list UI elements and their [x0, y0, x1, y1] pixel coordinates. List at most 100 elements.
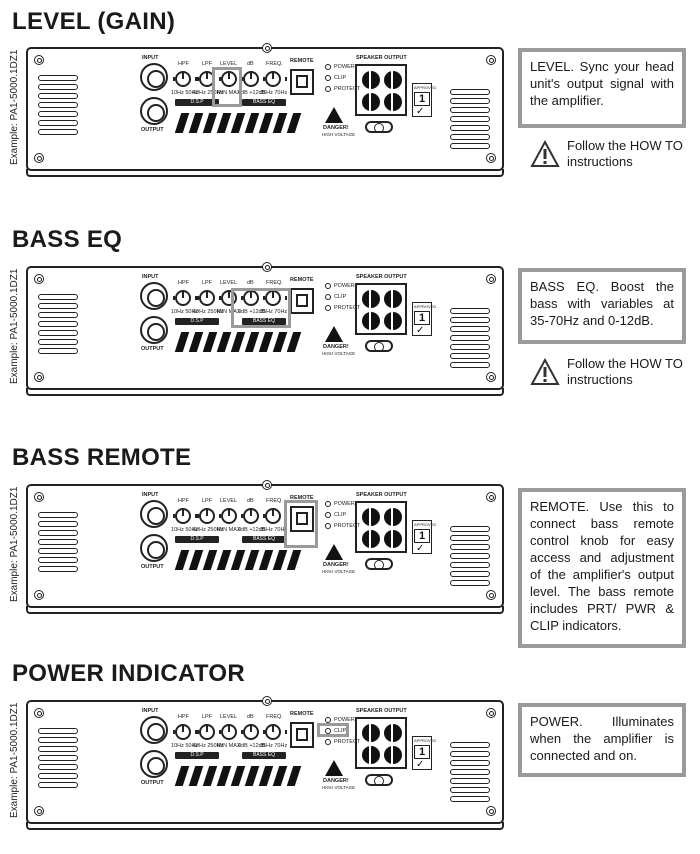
speaker-terminal-block[interactable]	[355, 717, 407, 769]
db-knob[interactable]	[241, 71, 265, 87]
output-jack[interactable]	[140, 97, 168, 125]
freq-knob[interactable]	[263, 71, 287, 87]
highlight-box	[317, 723, 349, 737]
db-knob[interactable]	[241, 724, 265, 740]
db-scale: 0dB +12dB	[238, 309, 266, 315]
model-label: Example: PA1-5000.1DZ1	[9, 268, 20, 384]
section-title: BASS REMOTE	[12, 444, 192, 471]
danger-label: DANGER!	[323, 778, 349, 784]
lpf-knob[interactable]	[197, 508, 221, 524]
remote-port[interactable]	[290, 69, 314, 95]
power-terminal[interactable]	[365, 340, 393, 352]
level-scale: MIN MAX	[217, 309, 241, 315]
screw-icon	[486, 274, 496, 284]
speaker-output-label: SPEAKER OUTPUT	[356, 274, 407, 280]
clip-led	[325, 512, 331, 518]
amplifier-panel: INPUT OUTPUT HPF 10Hz 50Hz LPF 60Hz 250H…	[26, 262, 504, 396]
output-jack[interactable]	[140, 534, 168, 562]
section-title: LEVEL (GAIN)	[12, 8, 176, 35]
db-scale: 0dB +12dB	[238, 90, 266, 96]
freq-knob[interactable]	[263, 290, 287, 306]
vent-left	[38, 512, 78, 575]
speaker-terminal-block[interactable]	[355, 283, 407, 335]
danger-icon	[325, 326, 343, 342]
bass-eq-bar: BASS EQ	[242, 318, 286, 325]
level-label: LEVEL	[220, 61, 238, 67]
approved-badge: APPROVED 1 ✓	[412, 520, 437, 554]
remote-port[interactable]	[290, 506, 314, 532]
danger-label: DANGER!	[323, 125, 349, 131]
hpf-knob[interactable]	[173, 724, 197, 740]
screw-icon	[34, 153, 44, 163]
level-scale: MIN MAX	[217, 743, 241, 749]
highlight-box	[212, 67, 242, 107]
remote-port[interactable]	[290, 288, 314, 314]
hpf-scale: 10Hz 50Hz	[171, 90, 199, 96]
model-label: Example: PA1-5000.1DZ1	[9, 486, 20, 602]
dsp-bar: D.S.P	[175, 536, 219, 543]
remote-label: REMOTE	[290, 495, 314, 501]
db-label: dB	[247, 498, 254, 504]
remote-port[interactable]	[290, 722, 314, 748]
brand-logo	[174, 111, 304, 133]
input-jack[interactable]	[140, 282, 168, 310]
vent-left	[38, 294, 78, 357]
remote-label: REMOTE	[290, 711, 314, 717]
amplifier-panel: INPUT OUTPUT HPF 10Hz 50Hz LPF 60Hz 250H…	[26, 696, 504, 830]
db-label: dB	[247, 280, 254, 286]
hpf-scale: 10Hz 50Hz	[171, 309, 199, 315]
lpf-scale: 60Hz 250Hz	[193, 743, 224, 749]
level-knob[interactable]	[219, 724, 243, 740]
screw-icon	[34, 708, 44, 718]
hpf-label: HPF	[178, 498, 189, 504]
input-label: INPUT	[142, 492, 159, 498]
high-voltage-label: HIGH VOLTAGE	[322, 569, 356, 574]
amplifier-panel: INPUT OUTPUT HPF 10Hz 50Hz LPF 60Hz 250H…	[26, 480, 504, 614]
amplifier-base	[26, 169, 504, 177]
warning-icon	[530, 140, 560, 167]
remote-label: REMOTE	[290, 277, 314, 283]
power-led	[325, 501, 331, 507]
screw-icon	[262, 262, 272, 272]
freq-knob[interactable]	[263, 724, 287, 740]
lpf-knob[interactable]	[197, 290, 221, 306]
speaker-terminal-block[interactable]	[355, 64, 407, 116]
input-jack[interactable]	[140, 500, 168, 528]
level-label: LEVEL	[220, 714, 238, 720]
speaker-terminal-block[interactable]	[355, 501, 407, 553]
hpf-knob[interactable]	[173, 290, 197, 306]
freq-knob[interactable]	[263, 508, 287, 524]
brand-logo	[174, 330, 304, 352]
db-label: dB	[247, 714, 254, 720]
lpf-scale: 60Hz 250Hz	[193, 90, 224, 96]
high-voltage-label: HIGH VOLTAGE	[322, 132, 356, 137]
hpf-knob[interactable]	[173, 508, 197, 524]
output-jack[interactable]	[140, 316, 168, 344]
hpf-label: HPF	[178, 280, 189, 286]
screw-icon	[34, 274, 44, 284]
amplifier-base	[26, 822, 504, 830]
output-jack[interactable]	[140, 750, 168, 778]
db-knob[interactable]	[241, 508, 265, 524]
brand-logo	[174, 764, 304, 786]
output-label: OUTPUT	[141, 346, 164, 352]
hpf-knob[interactable]	[173, 71, 197, 87]
freq-scale: 35Hz 70Hz	[260, 743, 288, 749]
power-led	[325, 283, 331, 289]
dsp-bar: D.S.P	[175, 752, 219, 759]
power-terminal[interactable]	[365, 121, 393, 133]
protect-led-label: PROTECT	[334, 523, 361, 529]
speaker-output-label: SPEAKER OUTPUT	[356, 708, 407, 714]
power-terminal[interactable]	[365, 558, 393, 570]
freq-scale: 35Hz 70Hz	[260, 309, 288, 315]
lpf-knob[interactable]	[197, 724, 221, 740]
checkmark-icon: ✓	[416, 759, 425, 770]
db-scale: 0dB +12dB	[238, 743, 266, 749]
input-jack[interactable]	[140, 63, 168, 91]
clip-led	[325, 294, 331, 300]
level-knob[interactable]	[219, 508, 243, 524]
danger-icon	[325, 107, 343, 123]
power-terminal[interactable]	[365, 774, 393, 786]
warning-icon	[530, 358, 560, 385]
input-jack[interactable]	[140, 716, 168, 744]
